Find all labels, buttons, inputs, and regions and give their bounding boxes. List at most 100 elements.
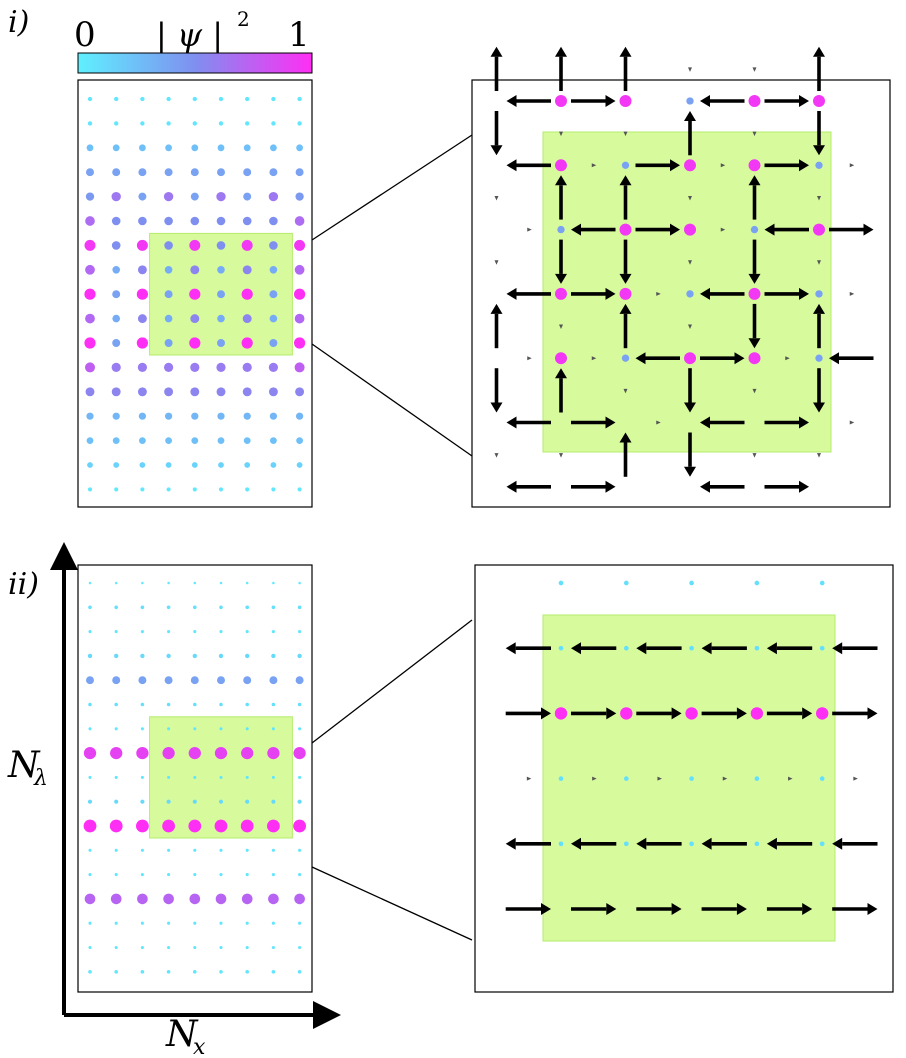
- lattice-site: [114, 848, 118, 852]
- current-arrow: [701, 903, 747, 915]
- lattice-site: [193, 921, 197, 925]
- lattice-site: [297, 487, 302, 492]
- lattice-site: [193, 702, 197, 707]
- lattice-site: [110, 746, 123, 760]
- small-current-tick: [527, 227, 532, 232]
- lattice-site: [84, 893, 96, 905]
- lattice-site: [193, 945, 197, 950]
- zoom-site: [620, 707, 633, 720]
- zoom-site: [557, 225, 565, 234]
- lattice-site: [269, 241, 278, 250]
- current-arrow: [764, 159, 809, 172]
- current-arrow: [571, 287, 616, 300]
- lattice-site: [267, 819, 280, 833]
- lattice-site: [294, 216, 305, 226]
- lattice-site: [111, 241, 121, 250]
- lattice-site: [140, 630, 144, 634]
- lattice-site: [86, 412, 94, 420]
- zoom-site: [754, 776, 760, 781]
- current-arrow: [829, 223, 874, 236]
- lattice-site: [217, 144, 225, 152]
- lattice-site: [166, 799, 171, 804]
- lattice-site: [218, 462, 224, 468]
- lattice-site: [243, 144, 251, 152]
- lattice-site: [217, 437, 225, 444]
- current-pattern-top: [490, 46, 874, 493]
- current-arrow: [701, 642, 747, 655]
- lattice-site: [162, 819, 176, 833]
- lattice-site: [293, 746, 306, 760]
- lattice-site: [214, 819, 228, 833]
- lattice-site: [163, 893, 174, 905]
- lattice-site: [271, 96, 276, 102]
- lattice-site: [271, 945, 275, 950]
- lattice-site: [112, 676, 121, 685]
- current-arrow: [635, 159, 680, 172]
- lattice-site: [165, 462, 172, 468]
- current-arrow: [832, 642, 878, 655]
- lattice-site: [268, 191, 279, 202]
- small-current-tick: [592, 776, 597, 781]
- lattice-site: [189, 239, 201, 251]
- lattice-site: [297, 969, 302, 974]
- small-current-tick: [494, 195, 499, 201]
- lattice-site: [297, 702, 302, 707]
- lattice-site: [245, 727, 249, 731]
- lattice-site: [295, 168, 304, 177]
- current-arrow: [764, 95, 809, 107]
- lattice-site: [245, 487, 250, 492]
- lattice-site: [240, 819, 254, 833]
- lattice-site: [136, 239, 148, 251]
- lattice-site: [215, 893, 227, 905]
- current-arrow: [506, 480, 551, 493]
- zoom-site: [816, 707, 829, 720]
- lattice-site: [245, 945, 249, 950]
- current-arrow: [700, 95, 745, 107]
- lattice-site: [271, 487, 276, 492]
- current-arrow: [636, 903, 682, 915]
- lattice-site: [86, 437, 94, 444]
- lattice-site: [244, 462, 251, 468]
- lattice-site: [190, 676, 199, 685]
- current-arrow: [764, 416, 809, 429]
- small-current-tick: [591, 356, 597, 361]
- lattice-site: [193, 775, 197, 779]
- lattice-site: [136, 746, 149, 760]
- lattice-site: [191, 144, 199, 152]
- lattice-site: [242, 314, 252, 324]
- lattice-site: [167, 630, 171, 634]
- connector-bottom-lower: [311, 866, 473, 941]
- lattice-site: [217, 168, 225, 177]
- colorbar-title: | ψ |: [156, 16, 223, 54]
- current-arrow: [490, 111, 503, 156]
- lattice-site: [294, 288, 306, 300]
- lattice-site: [166, 605, 171, 610]
- lattice-site: [219, 775, 223, 779]
- lattice-site: [166, 969, 171, 974]
- lattice-site: [109, 819, 123, 833]
- small-current-tick: [688, 67, 692, 72]
- lattice-site: [137, 387, 147, 397]
- lattice-site: [86, 168, 94, 177]
- current-arrow: [764, 480, 809, 493]
- lattice-site: [269, 314, 278, 323]
- lattice-site: [217, 339, 225, 347]
- lattice-site: [242, 387, 252, 397]
- lattice-site: [245, 605, 250, 610]
- current-arrow: [505, 903, 551, 915]
- lattice-site: [114, 605, 119, 610]
- connector-top-lower: [311, 343, 473, 457]
- lattice-site: [164, 168, 173, 177]
- lattice-site: [269, 216, 278, 226]
- lattice-site: [114, 727, 118, 731]
- lattice-site: [271, 702, 276, 707]
- horizontal-axis-subscript: x: [193, 1035, 206, 1058]
- lattice-site: [88, 702, 92, 707]
- lattice-site: [83, 746, 97, 760]
- current-arrow: [813, 368, 825, 413]
- lattice-site: [193, 848, 197, 852]
- lattice-site: [136, 337, 148, 349]
- lattice-site: [241, 893, 253, 905]
- lattice-site: [270, 437, 277, 444]
- lattice-site: [296, 462, 303, 468]
